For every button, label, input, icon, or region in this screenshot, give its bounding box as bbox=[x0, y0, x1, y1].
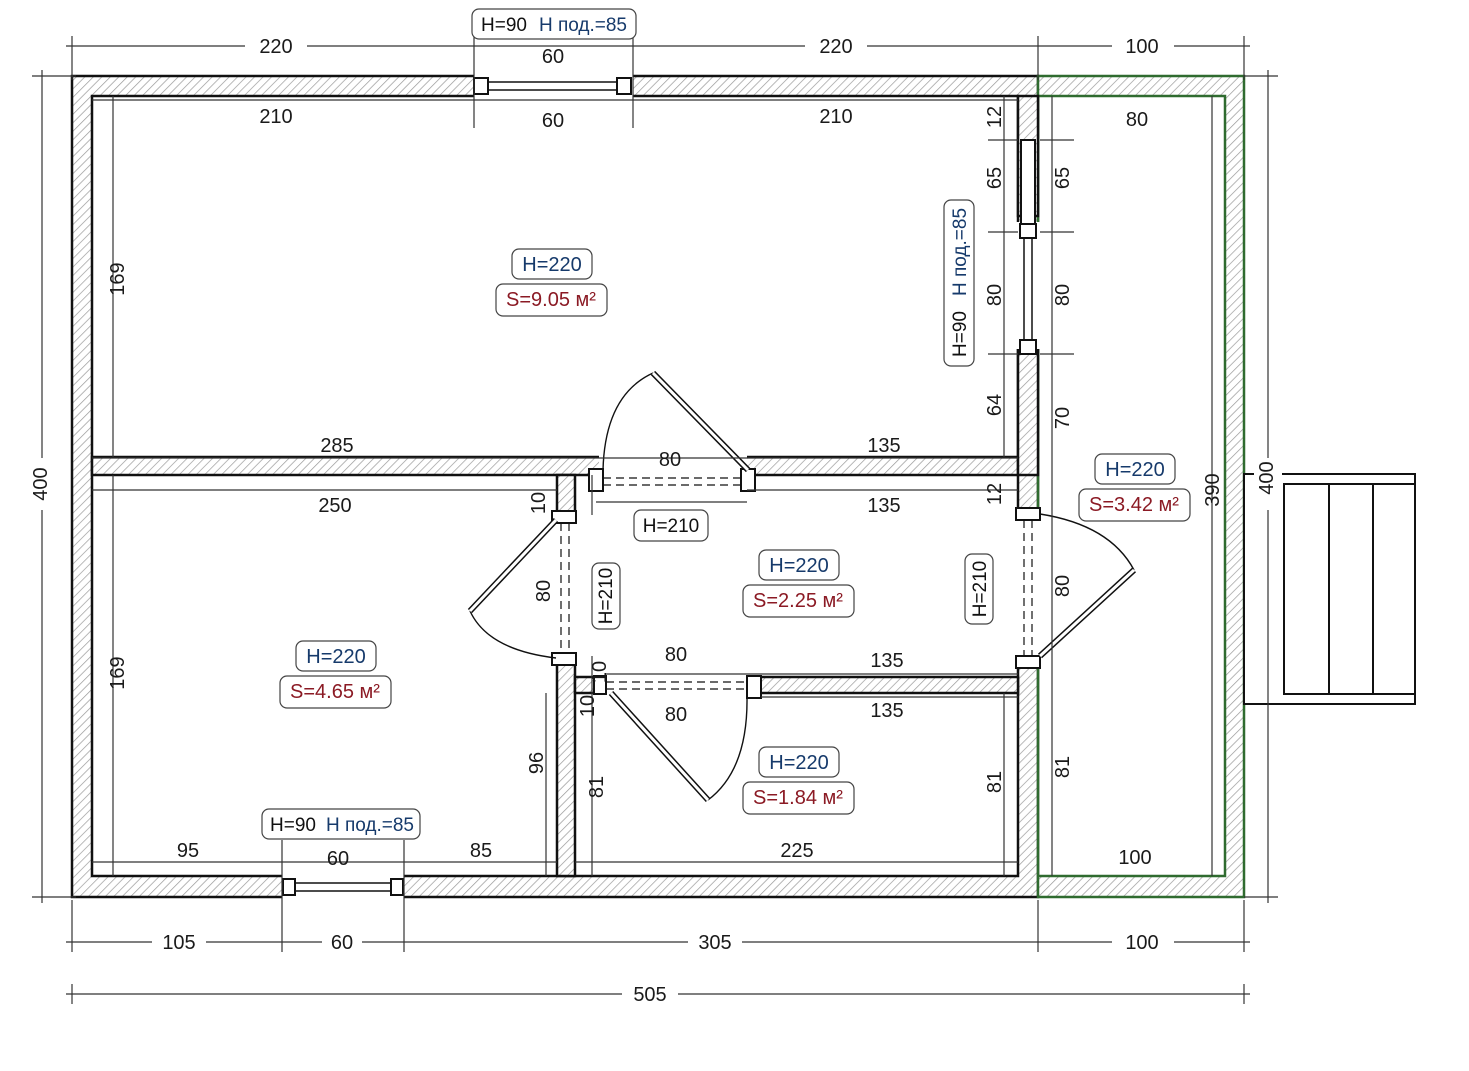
outer-wall bbox=[70, 74, 1040, 899]
porch-stairs bbox=[1243, 473, 1416, 705]
hall-area-label: S=2.25 м² bbox=[753, 590, 843, 612]
dim-r1-64: 64 bbox=[984, 394, 1006, 416]
dim-room2-height: 169 bbox=[107, 656, 129, 689]
door-hall-right-label: H=210 bbox=[970, 561, 991, 618]
dim-top-window: 60 bbox=[542, 46, 564, 68]
dim-hall-80-mid-top: 80 bbox=[665, 644, 687, 666]
room1-area-label: S=9.05 м² bbox=[506, 289, 596, 311]
dim-r1-80: 80 bbox=[984, 284, 1006, 306]
window-right-frame-bottom bbox=[1019, 339, 1037, 355]
dim-r2-80-door: 80 bbox=[1052, 575, 1074, 597]
window-right-frame-top bbox=[1019, 223, 1037, 239]
wall-room1-bottom bbox=[90, 455, 1020, 477]
dim-r1-12: 12 bbox=[984, 106, 1006, 128]
door-hall-top-label: H=210 bbox=[643, 516, 700, 537]
dim-r2-70: 70 bbox=[1052, 407, 1074, 429]
dim-top-porch: 100 bbox=[1125, 36, 1158, 58]
door-room1-opening bbox=[599, 455, 747, 477]
dim-in-top-window: 60 bbox=[542, 110, 564, 132]
window-bottom-opening bbox=[282, 874, 404, 899]
porch-area-label: S=3.42 м² bbox=[1089, 494, 1179, 516]
dim-ext-60: 60 bbox=[331, 932, 353, 954]
dim-hall-135-low: 135 bbox=[870, 700, 903, 722]
dim-ext-100: 100 bbox=[1125, 932, 1158, 954]
dim-mid-12: 12 bbox=[984, 483, 1006, 505]
dimension-labels: 220 60 220 100 210 60 210 80 400 400 390… bbox=[28, 34, 1282, 1006]
wc-area-label: S=1.84 м² bbox=[753, 787, 843, 809]
porch-height-label: H=220 bbox=[1105, 459, 1165, 481]
wall-room1-right-lower bbox=[1016, 348, 1040, 477]
dim-in-top-porch: 80 bbox=[1126, 109, 1148, 131]
window-bottom-sill-label: H под.=85 bbox=[326, 815, 414, 836]
dim-bot-225: 225 bbox=[780, 840, 813, 862]
openings bbox=[282, 74, 1040, 899]
dim-hall-10-top: 10 bbox=[528, 492, 550, 514]
dim-r2-81: 81 bbox=[1052, 756, 1074, 778]
window-right-opening bbox=[1016, 222, 1040, 349]
dim-r2-80: 80 bbox=[1052, 284, 1074, 306]
doors bbox=[467, 370, 1137, 803]
room2-height-label: H=220 bbox=[306, 646, 366, 668]
dim-bot-porch-100: 100 bbox=[1118, 847, 1151, 869]
dimension-lines bbox=[32, 36, 1278, 1004]
wc-height-label: H=220 bbox=[769, 752, 829, 774]
dim-right-total: 400 bbox=[1256, 461, 1278, 494]
dim-room1-height: 169 bbox=[107, 262, 129, 295]
dim-ext-505: 505 bbox=[633, 984, 666, 1006]
door-exit-opening bbox=[1016, 514, 1040, 662]
dim-wc-81-left: 81 bbox=[586, 776, 608, 798]
dim-ext-305: 305 bbox=[698, 932, 731, 954]
dim-wc-81-right: 81 bbox=[984, 771, 1006, 793]
dim-mid-135-top: 135 bbox=[867, 435, 900, 457]
dim-top-right: 220 bbox=[819, 36, 852, 58]
dim-wc-96: 96 bbox=[526, 752, 548, 774]
dim-left-total: 400 bbox=[30, 467, 52, 500]
dim-hall-10-a: 10 bbox=[589, 661, 611, 683]
dim-in-top-left: 210 bbox=[259, 106, 292, 128]
window-right-sill-label: H под.=85 bbox=[950, 208, 971, 296]
dim-ext-105: 105 bbox=[162, 932, 195, 954]
dim-r2-65: 65 bbox=[1052, 167, 1074, 189]
dim-bot-60-win: 60 bbox=[327, 848, 349, 870]
dim-in-top-right: 210 bbox=[819, 106, 852, 128]
dim-mid-285: 285 bbox=[320, 435, 353, 457]
room-labels: H=220 S=9.05 м² H=220 S=4.65 м² H=220 S=… bbox=[279, 248, 1191, 815]
dim-bot-85: 85 bbox=[470, 840, 492, 862]
window-bottom-height-label: H=90 bbox=[270, 815, 316, 836]
window-bottom-frame-right bbox=[390, 878, 404, 896]
dim-hall-10-b: 10 bbox=[577, 695, 599, 717]
window-right-height-label: H=90 bbox=[950, 311, 971, 357]
windows bbox=[282, 77, 1037, 896]
dim-top-left: 220 bbox=[259, 36, 292, 58]
dim-mid-135-bot: 135 bbox=[867, 495, 900, 517]
door-wc-opening bbox=[606, 675, 752, 695]
window-top-frame-right bbox=[616, 77, 632, 95]
opening-labels: H=210 H=210 H=210 H=90 H под.=85 H=90 H … bbox=[261, 8, 994, 840]
door-hall-left-label: H=210 bbox=[596, 568, 617, 625]
window-right-sash bbox=[1020, 139, 1036, 225]
dim-hall-135-mid: 135 bbox=[870, 650, 903, 672]
dim-mid-250: 250 bbox=[318, 495, 351, 517]
dim-bot-95: 95 bbox=[177, 840, 199, 862]
dim-mid-80-door: 80 bbox=[659, 449, 681, 471]
window-top-sill-label: H под.=85 bbox=[539, 15, 627, 36]
dim-r1-65: 65 bbox=[984, 167, 1006, 189]
window-bottom-frame-left bbox=[282, 878, 296, 896]
door-bedroom-opening bbox=[555, 515, 577, 661]
window-top-frame-left bbox=[473, 77, 489, 95]
dim-hall-80-left: 80 bbox=[533, 580, 555, 602]
dim-porch-height: 390 bbox=[1202, 473, 1224, 506]
dim-hall-80-mid-bot: 80 bbox=[665, 704, 687, 726]
room1-height-label: H=220 bbox=[522, 254, 582, 276]
hall-height-label: H=220 bbox=[769, 555, 829, 577]
room2-area-label: S=4.65 м² bbox=[290, 681, 380, 703]
window-top-opening bbox=[474, 74, 633, 98]
window-top-height-label: H=90 bbox=[481, 15, 527, 36]
